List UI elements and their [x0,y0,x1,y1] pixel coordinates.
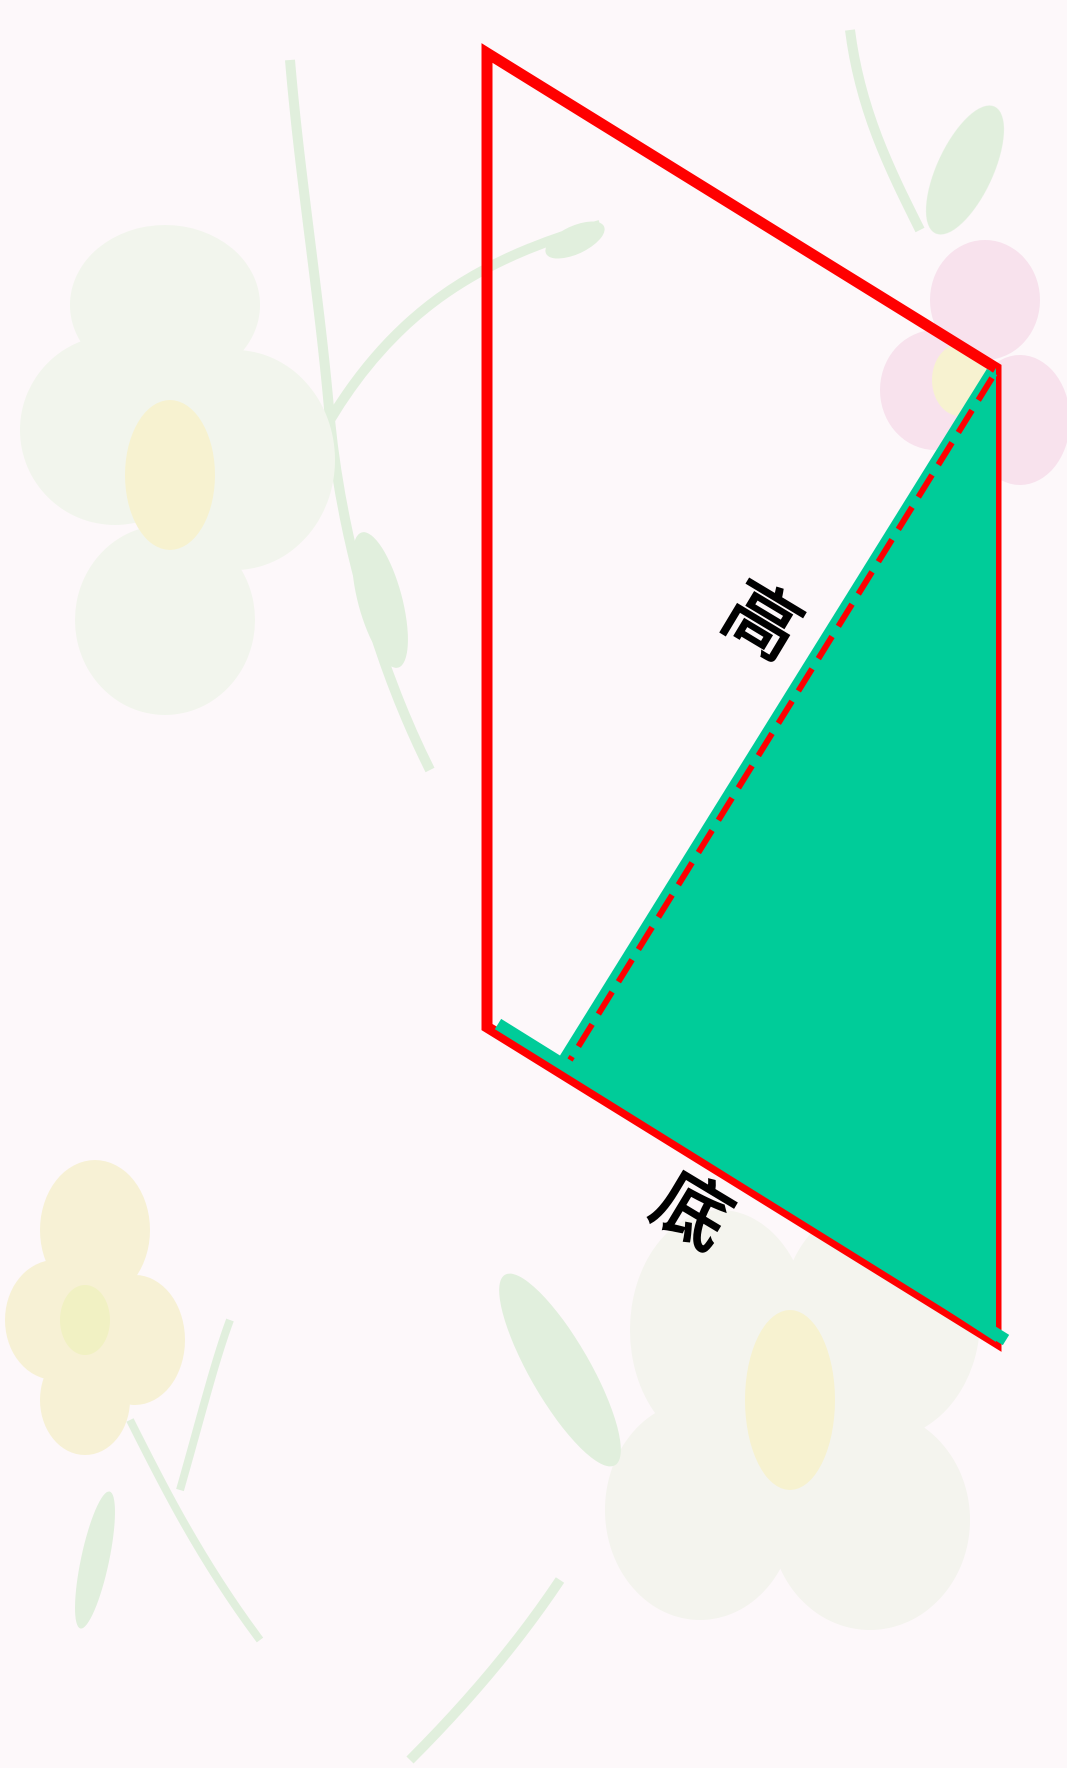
shaded-triangle [567,368,996,1342]
flower-lower-left [5,1160,264,1643]
height-line [557,368,998,1066]
height-dashed-line [567,376,995,1062]
height-label: 高 [708,565,816,677]
flower-upper-left [20,59,605,773]
base-line [494,1018,1010,1346]
background-flowers [5,29,1067,1764]
